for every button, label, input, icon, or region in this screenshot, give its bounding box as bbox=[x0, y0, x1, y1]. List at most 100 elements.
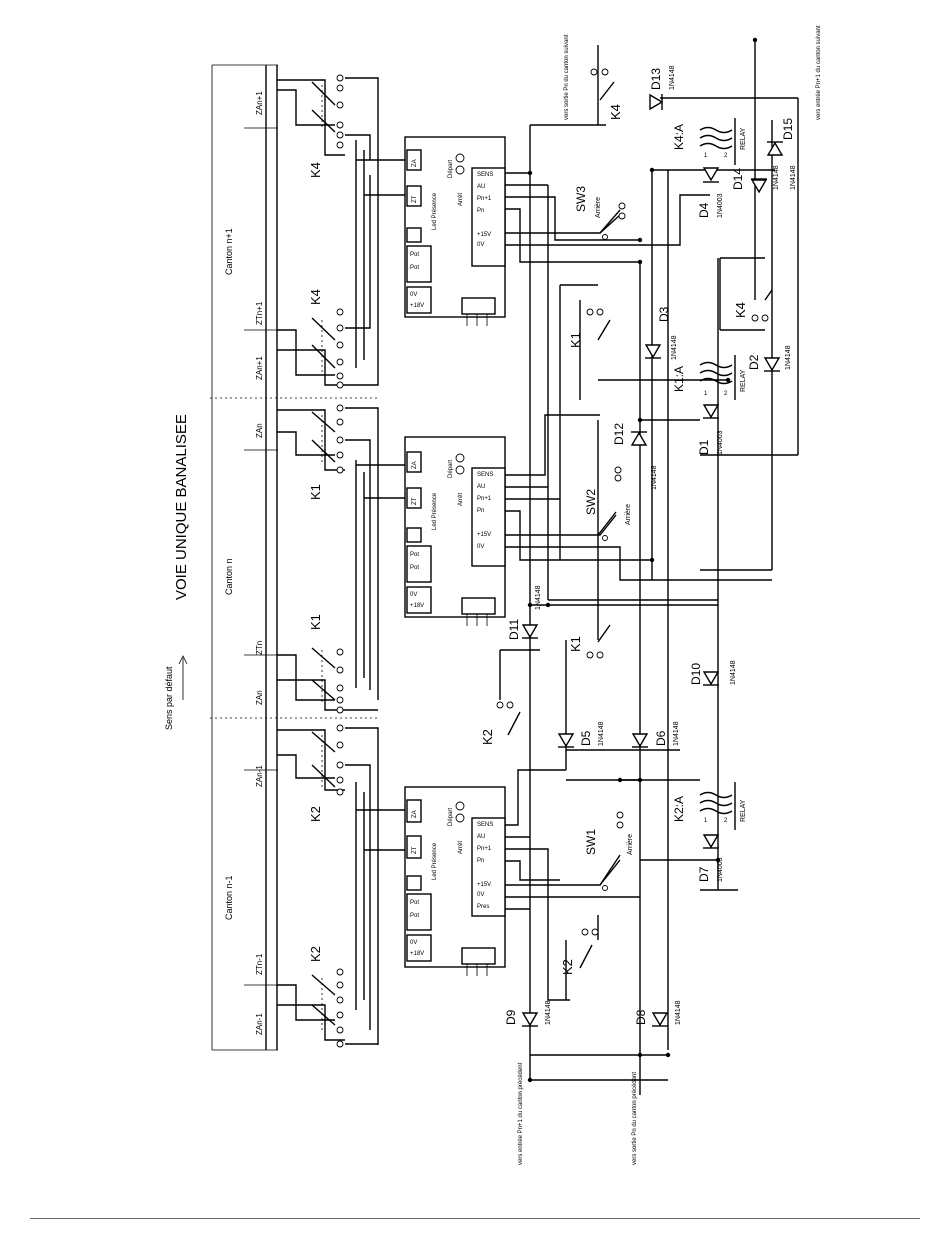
module-pin-au: AU bbox=[477, 834, 485, 840]
track-relay-group-k4-bottom bbox=[277, 160, 379, 389]
relay-pin-1: 1 bbox=[704, 153, 708, 159]
diode-label-d3: D3 bbox=[657, 306, 671, 322]
relay-contact-k2-lower bbox=[579, 928, 599, 969]
switch-label-sw2: SW2 bbox=[584, 489, 598, 515]
diode-label-d7: D7 bbox=[697, 866, 711, 882]
diode-d5 bbox=[557, 733, 575, 748]
relay-label-k4-lower: K4 bbox=[733, 302, 748, 318]
relay-pin-2: 2 bbox=[724, 818, 728, 824]
module-arret: Arrêt bbox=[458, 493, 464, 506]
zone-label-zan-top: ZAn bbox=[255, 423, 264, 438]
track-relay-group-k1-bottom bbox=[277, 647, 378, 714]
module-pin-pn1: Pn+1 bbox=[477, 196, 492, 202]
track-relay-group-k2-bottom bbox=[277, 968, 378, 1048]
module-18v: +18V bbox=[410, 303, 424, 309]
relay-coil-k1a bbox=[699, 355, 736, 400]
relay-coil-label-k2a: K2:A bbox=[672, 796, 686, 822]
diode-label-d5: D5 bbox=[579, 730, 593, 746]
connection-pn-prev: vers sortie Pn du canton précédent bbox=[632, 1072, 638, 1165]
connection-pnp1-next: vers entrée Pn+1 du canton suivant bbox=[816, 25, 822, 120]
canton-label-n+1: Canton n+1 bbox=[224, 228, 234, 275]
module-za: ZA bbox=[412, 461, 418, 469]
diode-d4 bbox=[702, 167, 720, 183]
diode-part-d8: 1N4148 bbox=[675, 1000, 682, 1025]
diode-label-d11: D11 bbox=[507, 619, 521, 640]
relay-label-k2-lower: K2 bbox=[560, 959, 575, 975]
switch-sw2[interactable] bbox=[597, 466, 622, 541]
relay-coil-label-k4a: K4:A bbox=[672, 124, 686, 150]
relay-coil-k2a bbox=[699, 782, 736, 830]
diode-part-d6: 1N4148 bbox=[673, 721, 680, 746]
controller-module-n-1 bbox=[404, 786, 506, 968]
diode-d15 bbox=[766, 141, 784, 156]
zone-label-zan-1-top: ZAn-1 bbox=[255, 765, 264, 787]
zone-label-zan+1-bottom: ZAn+1 bbox=[255, 356, 264, 380]
module-pin-au: AU bbox=[477, 484, 485, 490]
track-feed-wires bbox=[355, 140, 405, 1010]
zone-label-ztn: ZTn bbox=[255, 641, 264, 655]
relay-label-k1-upper: K1 bbox=[568, 332, 583, 348]
relay-coil-label-k1a: K1:A bbox=[672, 366, 686, 392]
zone-label-ztn+1: ZTn+1 bbox=[255, 301, 264, 325]
module-pin-15v: +15V bbox=[477, 232, 491, 238]
module-pin-sens: SENS bbox=[477, 172, 493, 178]
module-arret: Arrêt bbox=[458, 841, 464, 854]
module-pot1: Pot bbox=[410, 900, 419, 906]
module-depart: Départ bbox=[448, 160, 454, 178]
switch-sw3[interactable] bbox=[599, 202, 626, 240]
diode-d1 bbox=[702, 404, 720, 419]
module-pin-pn1: Pn+1 bbox=[477, 496, 492, 502]
module-pin-pn1: Pn+1 bbox=[477, 846, 492, 852]
diode-d7 bbox=[702, 834, 720, 849]
zone-label-ztn-1: ZTn-1 bbox=[255, 953, 264, 975]
module-pin-0v: 0V bbox=[477, 892, 484, 898]
diode-label-d4: D4 bbox=[697, 202, 711, 218]
module-pin-pn: Pn bbox=[477, 508, 484, 514]
module-pot1: Pot bbox=[410, 252, 419, 258]
zone-label-zan+1-top: ZAn+1 bbox=[255, 91, 264, 115]
module-pin-pn: Pn bbox=[477, 858, 484, 864]
switch-label-sw3: SW3 bbox=[574, 186, 588, 212]
zone-label-zan-1-bottom: ZAn-1 bbox=[255, 1013, 264, 1035]
module-zt: ZT bbox=[412, 846, 418, 854]
switch-sw1[interactable] bbox=[599, 811, 624, 891]
diode-d13 bbox=[649, 93, 664, 111]
module-pot2: Pot bbox=[410, 565, 419, 571]
track-relay-group-k1-top bbox=[277, 404, 379, 700]
diode-d12 bbox=[630, 431, 648, 446]
module-0v: 0V bbox=[410, 940, 417, 946]
relay-pin-2: 2 bbox=[724, 391, 728, 397]
switch-arriere-sw3: Arrière bbox=[595, 197, 602, 218]
module-pin-au: AU bbox=[477, 184, 485, 190]
relay-label-k2-bottom: K2 bbox=[308, 946, 323, 962]
relay-label-k4-bottom: K4 bbox=[308, 289, 323, 305]
module-pot2: Pot bbox=[410, 265, 419, 271]
track-relay-group-k2-top bbox=[277, 724, 379, 1045]
module-0v: 0V bbox=[410, 292, 417, 298]
relay-coil-type-k1a: RELAY bbox=[740, 369, 747, 392]
diode-part-d15: 1N4148 bbox=[790, 165, 797, 190]
diode-part-d13: 1N4148 bbox=[669, 65, 676, 90]
canton-label-n: Canton n bbox=[224, 558, 234, 595]
diode-part-d1: 1N4003 bbox=[717, 430, 724, 455]
diode-d6 bbox=[631, 733, 649, 748]
diode-part-d11: 1N4148 bbox=[535, 585, 542, 610]
relay-label-k1-top: K1 bbox=[308, 484, 323, 500]
relay-label-k4-upper: K4 bbox=[608, 104, 623, 120]
module-pin-0v: 0V bbox=[477, 544, 484, 550]
module-za: ZA bbox=[412, 810, 418, 818]
controller-module-n+1 bbox=[404, 136, 506, 318]
relay-coil-type-k2a: RELAY bbox=[740, 799, 747, 822]
footer-rule bbox=[30, 1218, 920, 1219]
diode-d3 bbox=[644, 344, 662, 359]
relay-label-k1-bottom: K1 bbox=[308, 614, 323, 630]
track-relay-group-k4-top bbox=[277, 74, 379, 160]
relay-contact-k4-lower bbox=[751, 289, 773, 322]
module-za: ZA bbox=[412, 159, 418, 167]
junction-dots bbox=[527, 37, 758, 1083]
relay-label-k2-upper: K2 bbox=[480, 729, 495, 745]
direction-label: Sens par défaut bbox=[164, 666, 174, 730]
module-18v: +18V bbox=[410, 951, 424, 957]
module-led: Led Présence bbox=[432, 492, 438, 530]
